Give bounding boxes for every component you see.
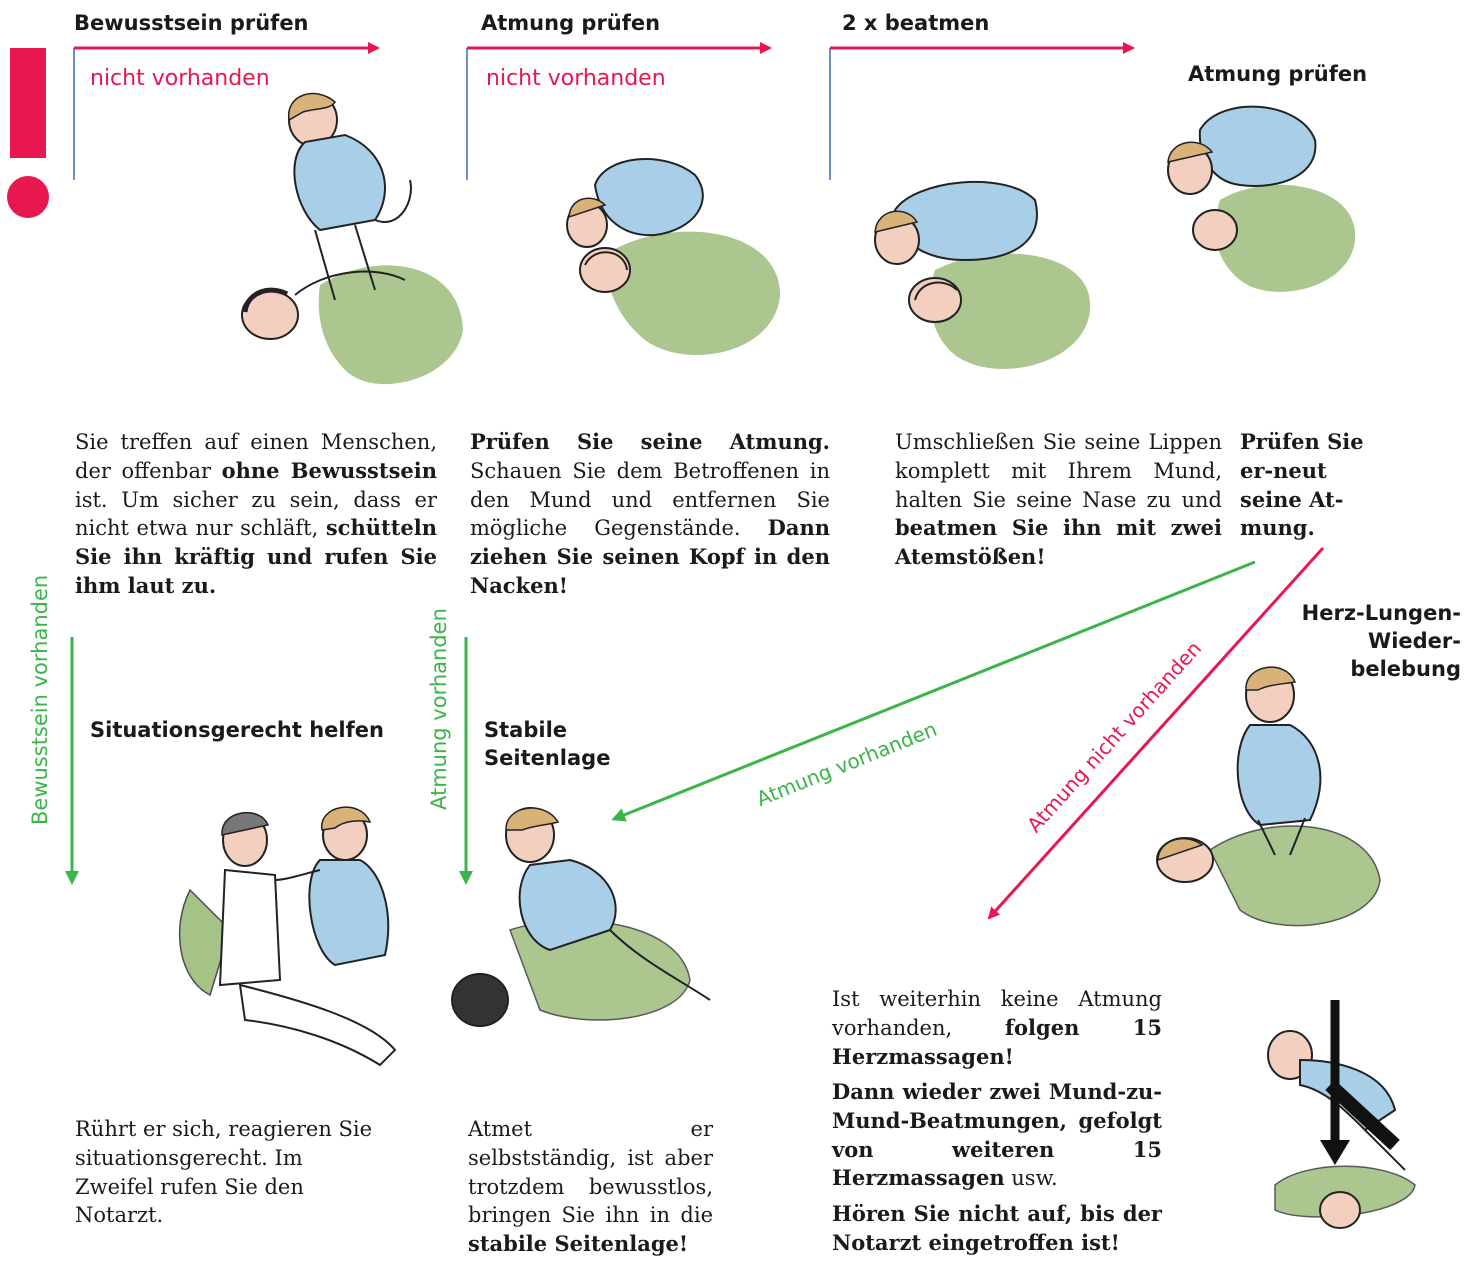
illustration-situation-help [150, 780, 430, 1070]
outcome-situation: Situationsgerecht helfen [90, 717, 384, 743]
step-title-4: Atmung prüfen [1188, 61, 1367, 87]
step-title-3: 2 x beatmen [842, 10, 989, 36]
text-situation: Rührt er sich, reagieren Sie situationsg… [75, 1115, 385, 1230]
text-rescue-breaths: Umschließen Sie seine Lippen komplett mi… [895, 428, 1222, 572]
text-recovery-position: Atmet er selbstständig, ist aber trotzde… [468, 1115, 713, 1259]
outcome-hlw-1: Herz-Lungen- [1302, 600, 1461, 626]
text-consciousness: Sie treffen auf einen Menschen, der offe… [75, 428, 437, 601]
illustration-recovery-position [450, 800, 720, 1070]
flow-label-2: nicht vorhanden [486, 66, 666, 91]
outcome-hlw-2: Wieder- [1368, 628, 1461, 654]
text-breathing-check: Prüfen Sie seine Atmung. Schauen Sie dem… [470, 428, 830, 601]
illustration-consciousness-check [225, 80, 465, 400]
outcome-hlw-3: belebung [1350, 656, 1461, 682]
illustration-cpr [1140, 650, 1390, 940]
text-cpr-cycle: Dann wieder zwei Mund-zu-Mund-Beatmungen… [832, 1078, 1162, 1193]
step-title-2: Atmung prüfen [481, 10, 660, 36]
illustration-rescue-breaths [855, 150, 1095, 390]
text-breathing-recheck: Prüfen Sie er-neut seine At-mung. [1240, 428, 1380, 543]
illustration-breathing-recheck [1160, 90, 1360, 310]
text-cpr-until-doctor: Hören Sie nicht auf, bis der Notarzt ein… [832, 1200, 1162, 1258]
branch-label-atmung-vorhanden-vertical: Atmung vorhanden [427, 608, 451, 810]
outcome-stabile: Stabile [484, 717, 567, 743]
illustration-cpr-top-view [1245, 1000, 1435, 1240]
illustration-breathing-check [565, 145, 785, 375]
branch-label-bewusstsein-vorhanden: Bewusstsein vorhanden [28, 575, 52, 825]
outcome-seitenlage: Seitenlage [484, 745, 610, 771]
text-cpr-continue: Ist weiterhin keine Atmung vorhanden, fo… [832, 985, 1162, 1071]
step-title-1: Bewusstsein prüfen [74, 10, 309, 36]
